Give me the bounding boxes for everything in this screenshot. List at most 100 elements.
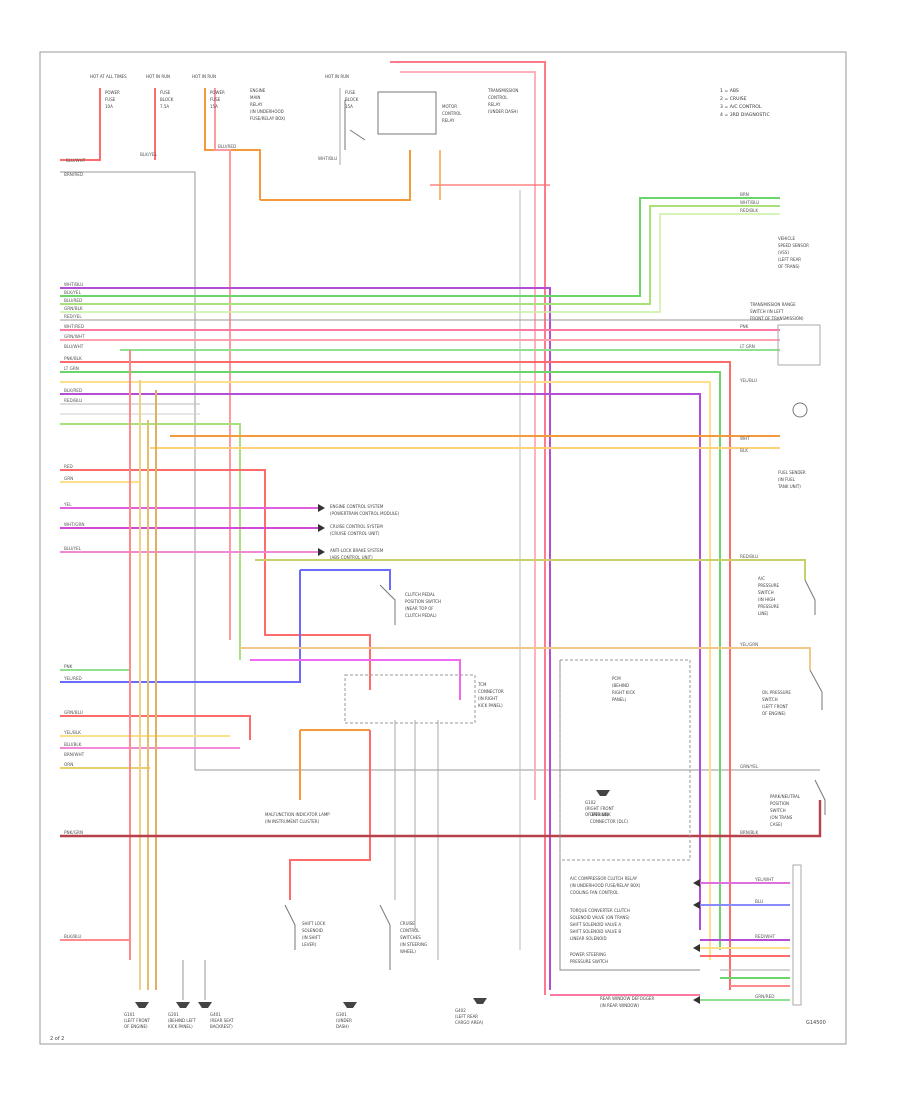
svg-text:LT GRN: LT GRN [64, 366, 79, 371]
wire [60, 213, 780, 313]
ground-icon [135, 1002, 149, 1008]
svg-text:YEL/RED: YEL/RED [63, 676, 82, 681]
svg-text:PARK/NEUTRAL: PARK/NEUTRAL [770, 794, 801, 799]
ground-icon [473, 998, 487, 1004]
wire [204, 88, 261, 200]
svg-text:TCM: TCM [477, 682, 487, 687]
svg-text:G401: G401 [210, 1012, 221, 1017]
svg-text:A/C COMPRESSOR CLUTCH RELAY: A/C COMPRESSOR CLUTCH RELAY [570, 876, 638, 881]
component-labels: ENGINE MAIN RELAY (IN UNDERHOOD FUSE/REL… [124, 88, 809, 1029]
switch-box [344, 674, 476, 724]
svg-text:BLU/BLK: BLU/BLK [64, 742, 82, 747]
wire [60, 381, 711, 960]
svg-text:BLK/RED: BLK/RED [64, 388, 82, 393]
svg-text:GRN/BLK: GRN/BLK [64, 306, 83, 311]
wire [289, 730, 371, 900]
svg-text:(IN FUEL: (IN FUEL [778, 477, 796, 482]
svg-text:GRN/WHT: GRN/WHT [64, 334, 85, 339]
fuse-line: 10A [105, 104, 113, 109]
wire [260, 150, 411, 201]
svg-text:CRUISE: CRUISE [400, 921, 415, 926]
diagram-frame [39, 51, 847, 1045]
svg-text:CONNECTOR: CONNECTOR [478, 689, 504, 694]
svg-text:(IN SHIFT: (IN SHIFT [302, 935, 321, 940]
svg-text:POWER STEERING: POWER STEERING [570, 952, 606, 957]
shift-lock-label: SHIFT LOCK SOLENOID (IN SHIFT LEVER) [302, 921, 326, 947]
left-wire-labels: WHT/BLU BLK/YEL BLU/RED GRN/BLK RED/YEL … [63, 172, 85, 939]
svg-text:SOLENOID: SOLENOID [302, 928, 323, 933]
transmission-control-relay-label: TRANSMISSION CONTROL RELAY (UNDER DASH) [487, 88, 518, 114]
svg-text:(LEFT REAR: (LEFT REAR [455, 1014, 478, 1019]
svg-text:G201: G201 [168, 1012, 179, 1017]
arrow-icon [693, 901, 700, 909]
svg-text:WHEEL): WHEEL) [400, 949, 416, 954]
svg-text:OF ENGINE): OF ENGINE) [124, 1024, 148, 1029]
svg-text:ENGINE: ENGINE [250, 88, 266, 93]
wire [60, 88, 101, 161]
fuse-header: HOT IN RUN [325, 74, 349, 79]
svg-text:GRN/RED: GRN/RED [755, 994, 774, 999]
svg-text:(LEFT FRONT: (LEFT FRONT [124, 1018, 150, 1023]
connector-strip [792, 864, 802, 1006]
arrow-icon [693, 879, 700, 887]
svg-text:POSITION SWITCH: POSITION SWITCH [405, 599, 441, 604]
fuse-line: 7.5A [160, 104, 169, 109]
wire [300, 569, 391, 590]
svg-text:WHT/BLU: WHT/BLU [64, 282, 83, 287]
wire [60, 393, 701, 930]
legend: 1 = ABS 2 = CRUISE 3 = A/C CONTROL 4 = 3… [720, 88, 770, 118]
svg-text:CONTROL: CONTROL [400, 928, 420, 933]
vehicle-speed-sensor-label: VEHICLE SPEED SENSOR (VSS) (LEFT REAR OF… [778, 236, 809, 269]
svg-text:RELAY: RELAY [442, 118, 455, 123]
legend-item: 3 = A/C CONTROL [720, 104, 762, 110]
svg-text:(POWERTRAIN CONTROL MODULE): (POWERTRAIN CONTROL MODULE) [330, 511, 400, 516]
svg-text:(IN REAR WINDOW): (IN REAR WINDOW) [600, 1003, 639, 1008]
arrow-icon [318, 524, 325, 532]
svg-text:RED/WHT: RED/WHT [755, 934, 775, 939]
svg-text:ANTI-LOCK BRAKE SYSTEM: ANTI-LOCK BRAKE SYSTEM [330, 548, 384, 553]
svg-text:ORN: ORN [64, 762, 73, 767]
svg-text:(BEHIND: (BEHIND [612, 683, 629, 688]
svg-text:(CRUISE CONTROL UNIT): (CRUISE CONTROL UNIT) [330, 531, 380, 536]
svg-text:BRN: BRN [740, 192, 749, 197]
compressor-relay-label: A/C COMPRESSOR CLUTCH RELAY (IN UNDERHOO… [570, 876, 641, 895]
svg-text:CARGO AREA): CARGO AREA) [455, 1020, 484, 1025]
svg-text:PNK: PNK [64, 664, 73, 669]
tcm-connector-label: TCM CONNECTOR (IN RIGHT KICK PANEL) [477, 682, 504, 708]
svg-text:PNK: PNK [740, 324, 749, 329]
data-link-label: DATA LINK CONNECTOR (DLC) [590, 812, 629, 824]
svg-text:GRN: GRN [64, 476, 73, 481]
diagram-code: G14500 [806, 1020, 826, 1026]
arrow-icon [693, 996, 700, 1004]
svg-text:SWITCHES: SWITCHES [400, 935, 421, 940]
svg-text:POSITION: POSITION [770, 801, 789, 806]
svg-text:A/C: A/C [758, 576, 765, 581]
svg-text:RELAY: RELAY [488, 102, 501, 107]
svg-text:CRUISE CONTROL SYSTEM: CRUISE CONTROL SYSTEM [330, 524, 383, 529]
ground-icon [198, 1002, 212, 1008]
component-shapes [284, 91, 826, 1006]
fuse-line: FUSE [210, 97, 221, 102]
wire-color: BLK/YEL [140, 152, 158, 157]
svg-text:YEL: YEL [63, 502, 72, 507]
fuse-header: HOT IN RUN [192, 74, 216, 79]
pcm-box [559, 659, 691, 861]
wire-color: BLU/WHT [66, 158, 86, 163]
fuse-line: BLOCK [345, 97, 359, 102]
svg-text:MAIN: MAIN [250, 95, 260, 100]
svg-text:(VSS): (VSS) [778, 250, 789, 255]
svg-text:PRESSURE: PRESSURE [758, 583, 780, 588]
svg-text:BLK/BLU: BLK/BLU [64, 934, 81, 939]
svg-text:OF TRANS): OF TRANS) [778, 264, 800, 269]
svg-text:(IN RIGHT: (IN RIGHT [478, 696, 498, 701]
svg-text:(ON TRANS: (ON TRANS [770, 815, 793, 820]
svg-text:PRESSURE SWITCH: PRESSURE SWITCH [570, 959, 608, 964]
system-arrow-labels: ENGINE CONTROL SYSTEM (POWERTRAIN CONTRO… [330, 504, 400, 560]
arrow-icon [318, 548, 325, 556]
svg-text:BLK/YEL: BLK/YEL [64, 290, 82, 295]
svg-text:RELAY: RELAY [250, 102, 263, 107]
wire [240, 647, 811, 670]
fuse-line: BLOCK [160, 97, 174, 102]
engine-main-relay-label: ENGINE MAIN RELAY (IN UNDERHOOD FUSE/REL… [250, 88, 286, 121]
